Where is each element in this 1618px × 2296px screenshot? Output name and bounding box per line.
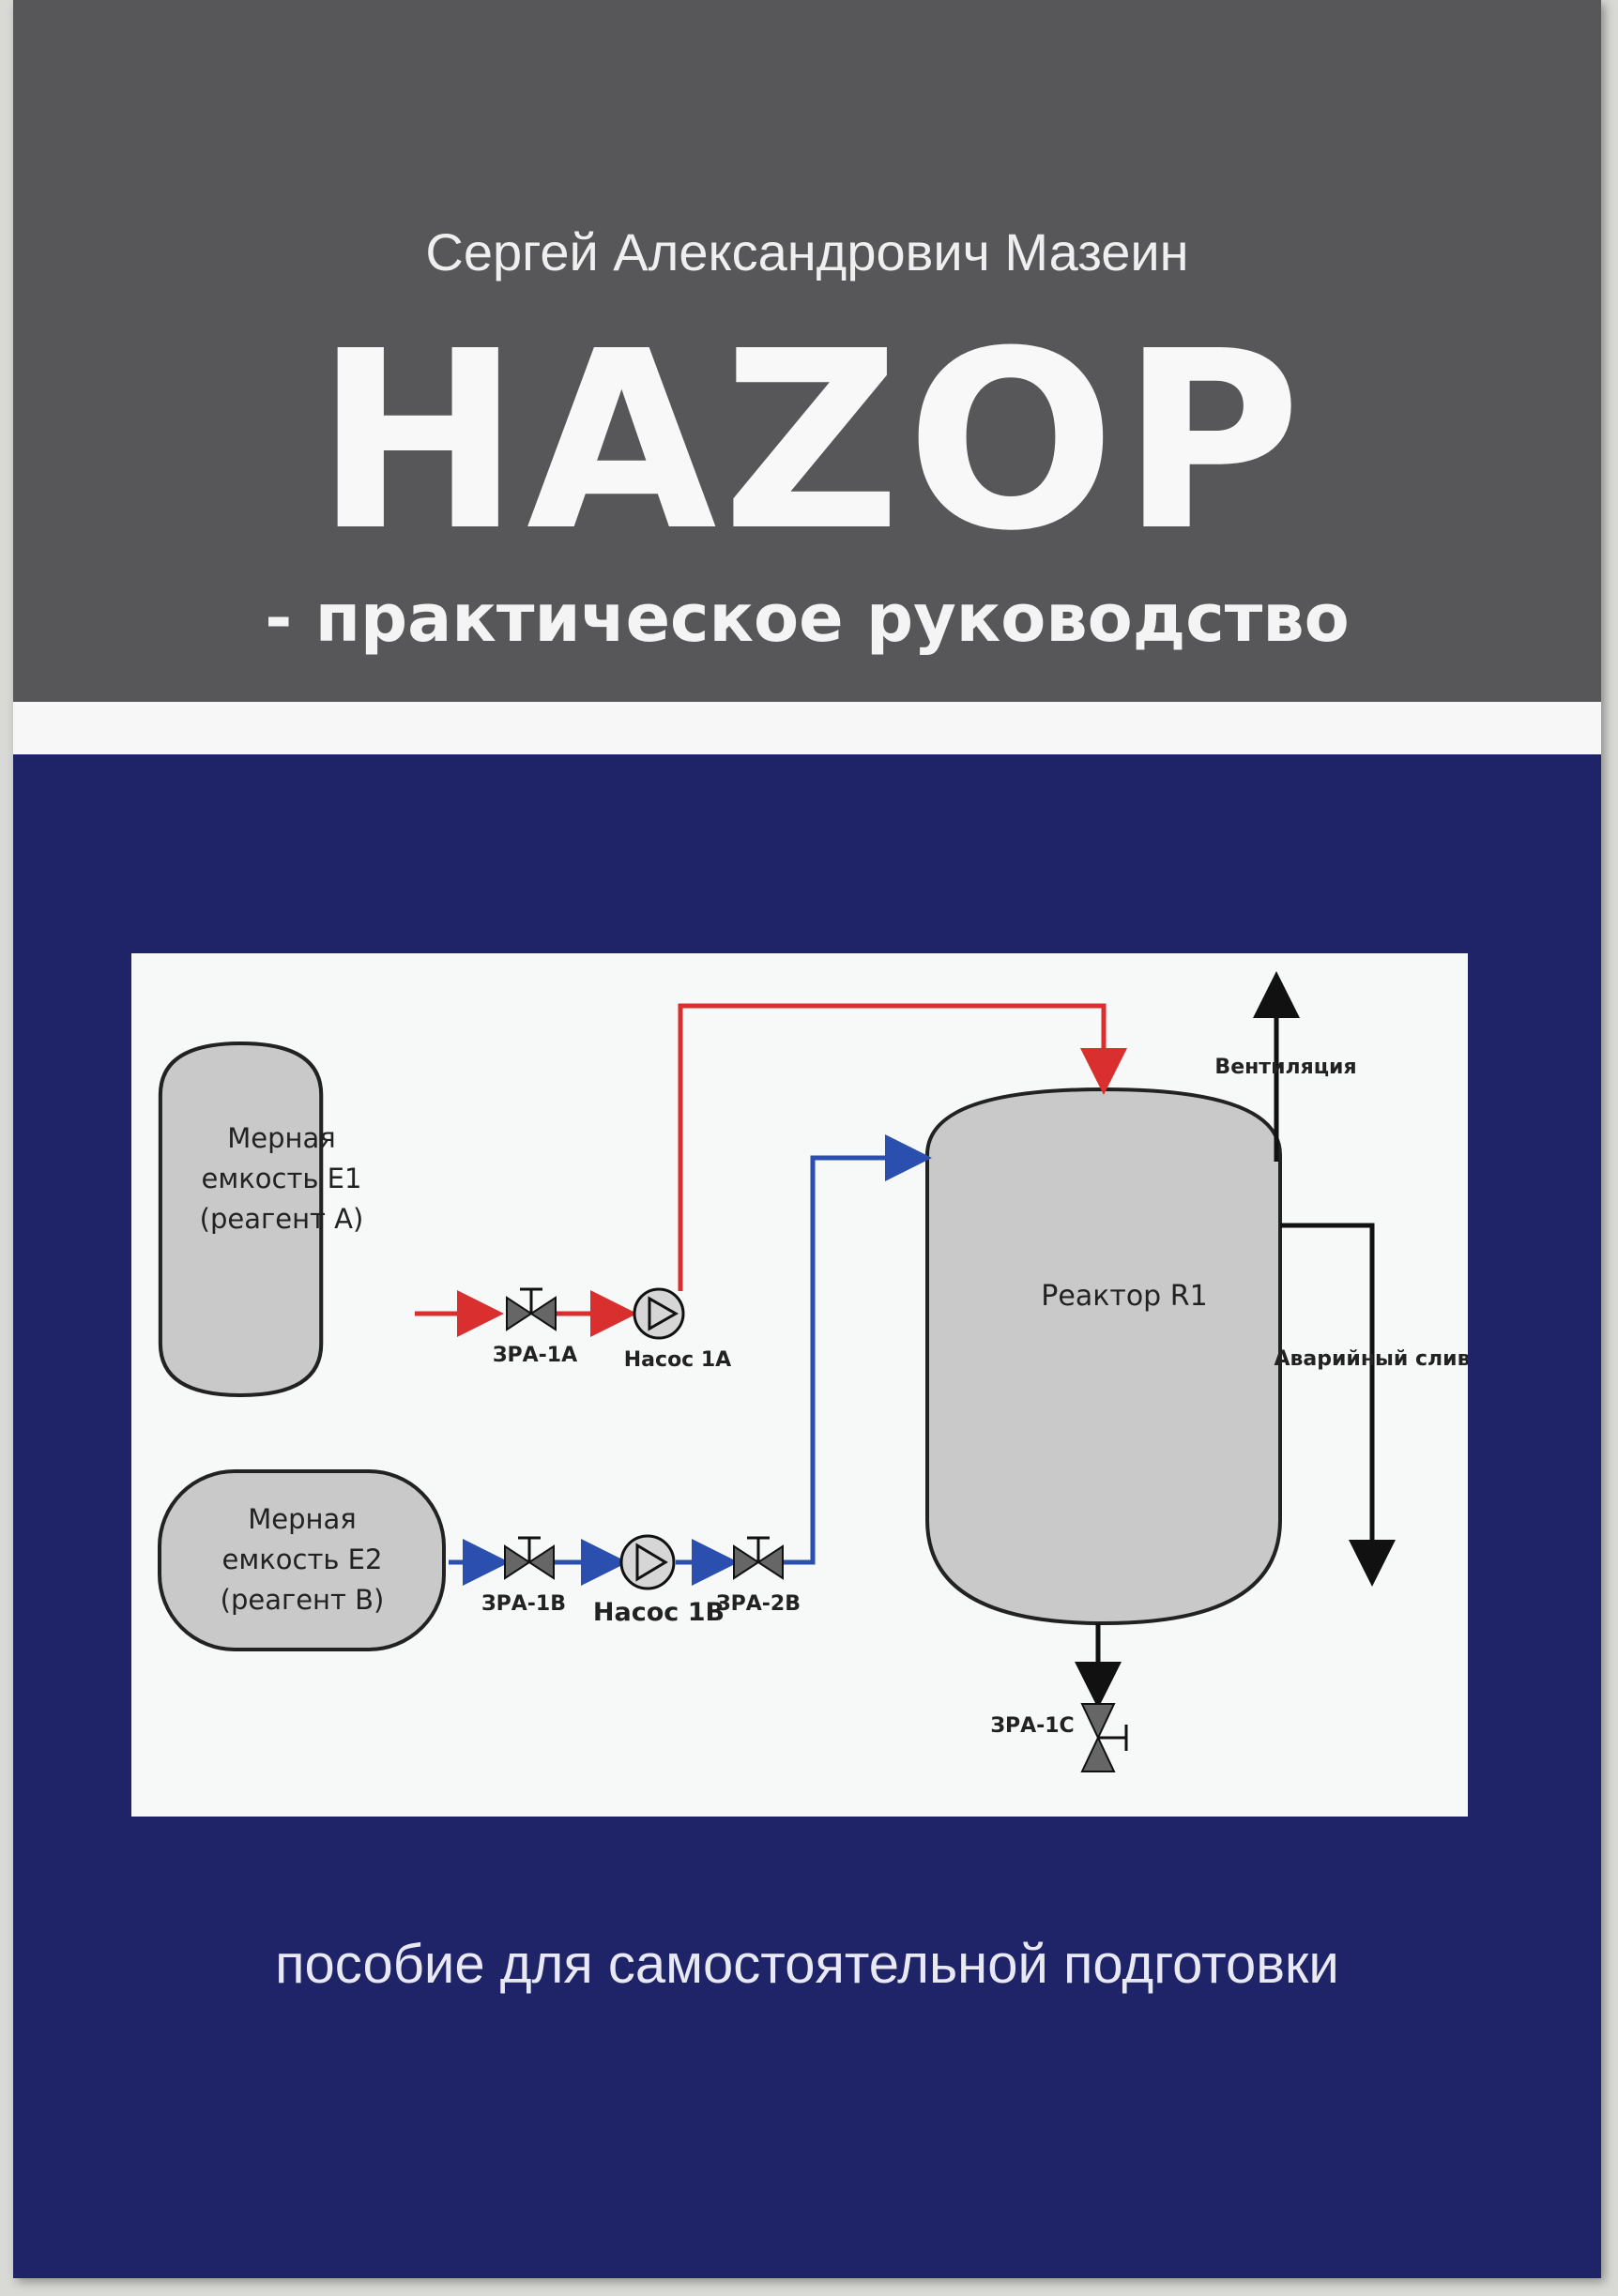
valve-zra-1a: ЗРА-1А bbox=[493, 1287, 577, 1367]
reagent-b-line bbox=[449, 1134, 932, 1586]
pump-1a-label: Насос 1А bbox=[624, 1348, 731, 1372]
ventilation-label: Вентиляция bbox=[1214, 1056, 1356, 1079]
tank-e2-label-1: Мерная bbox=[248, 1503, 356, 1535]
author-name: Сергей Александрович Мазеин bbox=[425, 222, 1189, 281]
valve-zra-2b-label: ЗРА-2В bbox=[716, 1592, 801, 1616]
emergency-drain-label: Аварийный слив bbox=[1274, 1347, 1468, 1371]
valve-zra-2b: ЗРА-2В bbox=[716, 1536, 801, 1616]
emergency-drain-line: Аварийный слив bbox=[1274, 1223, 1468, 1587]
bottom-outlet: ЗРА-1С bbox=[990, 1623, 1128, 1772]
valve-zra-1b: ЗРА-1В bbox=[481, 1536, 566, 1616]
tank-e1: Мерная емкость Е1 (реагент А) bbox=[158, 1041, 364, 1398]
tank-e2: Мерная емкость Е2 (реагент В) bbox=[158, 1469, 446, 1651]
valve-zra-1b-label: ЗРА-1В bbox=[481, 1592, 566, 1616]
book-title: HAZOP bbox=[314, 298, 1307, 585]
reactor-label: Реактор R1 bbox=[1041, 1280, 1207, 1313]
reactor-r1: Реактор R1 bbox=[925, 1087, 1282, 1626]
book-tagline: пособие для самостоятельной подготовки bbox=[275, 1934, 1339, 1995]
valve-zra-1c-label: ЗРА-1С bbox=[990, 1714, 1074, 1738]
process-diagram: Мерная емкость Е1 (реагент А) Мерная емк… bbox=[131, 953, 1468, 1817]
top-band bbox=[13, 0, 1601, 702]
tank-e1-label-2: емкость Е1 bbox=[202, 1163, 362, 1194]
book-cover: Сергей Александрович Мазеин HAZOP - прак… bbox=[13, 0, 1601, 2278]
pump-1a: Насос 1А bbox=[624, 1287, 731, 1372]
pump-1b-label: Насос 1В bbox=[593, 1598, 725, 1627]
reagent-a-line bbox=[415, 1003, 1127, 1337]
divider-stripe bbox=[13, 702, 1601, 754]
tank-e2-label-3: (реагент В) bbox=[221, 1584, 385, 1616]
book-subtitle: - практическое руководство bbox=[265, 580, 1350, 657]
pump-1b: Насос 1В bbox=[593, 1534, 725, 1627]
tank-e2-label-2: емкость Е2 bbox=[222, 1543, 383, 1575]
tank-e1-label-3: (реагент А) bbox=[200, 1203, 364, 1235]
valve-zra-1a-label: ЗРА-1А bbox=[493, 1344, 577, 1367]
tank-e1-label-1: Мерная bbox=[227, 1122, 335, 1154]
ventilation-outlet: Вентиляция bbox=[1214, 971, 1357, 1162]
